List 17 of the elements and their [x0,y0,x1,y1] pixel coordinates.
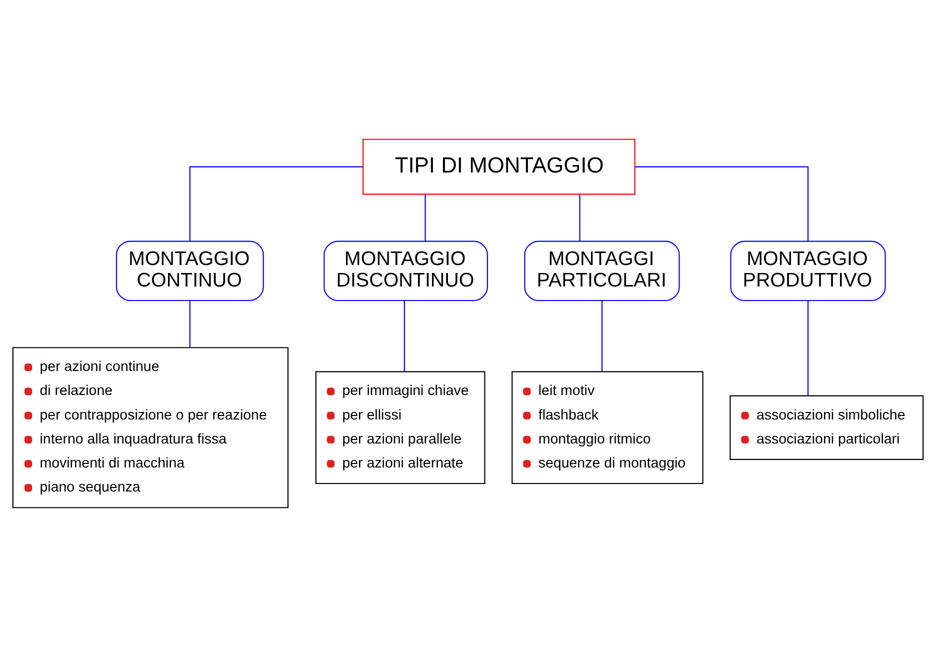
node-box: leit motiv flashback montaggio ritmico sequenze di montaggio [512,370,704,484]
node-box: associazioni simboliche associazioni particolari [730,394,924,460]
connector [189,300,190,347]
node-box: MONTAGGIO DISCONTINUO [324,240,488,301]
connector [579,194,580,241]
node-box: MONTAGGIO PRODUTTIVO [730,240,886,301]
connector [404,300,405,372]
connector [601,300,603,372]
connector [634,166,809,241]
node-box: TIPI DI MONTAGGIO [362,138,636,194]
node-box: per azioni continue di relazione per contrapposizione o per reazione interno alla inquadratura fissa movimenti di macchina piano sequenza [12,346,289,508]
node-box: MONTAGGI PARTICOLARI [524,240,680,301]
node-box: per immagini chiave per ellissi per azioni parallele per azioni alternate [315,370,486,484]
connector [424,194,426,241]
connector [189,166,363,241]
node-box: MONTAGGIO CONTINUO [116,240,264,301]
connector [807,300,809,396]
